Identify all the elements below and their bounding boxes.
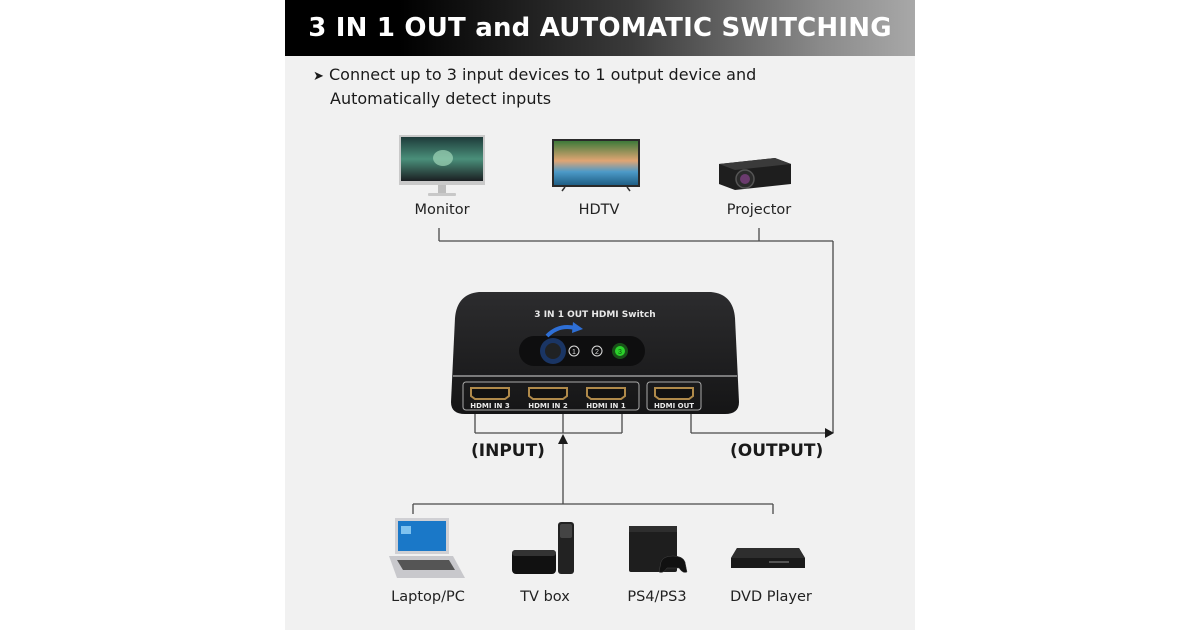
monitor-icon — [399, 135, 485, 196]
input-device-tv-box — [510, 520, 580, 576]
output-device-monitor — [398, 134, 486, 198]
input-device-label: PS4/PS3 — [627, 589, 687, 605]
hdmi-port-in-3 — [470, 387, 510, 400]
title-banner: 3 IN 1 OUT and AUTOMATIC SWITCHING — [285, 0, 915, 56]
indicator-led-3-active: 3 — [612, 343, 628, 359]
input-device-dvd — [729, 544, 807, 574]
svg-text:1: 1 — [572, 349, 576, 356]
output-device-projector — [715, 152, 795, 194]
input-device-ps4 — [627, 524, 691, 576]
port-label-out: HDMI OUT — [654, 402, 694, 410]
output-device-label: Monitor — [414, 202, 470, 218]
input-device-laptop — [387, 516, 467, 582]
game-console-icon — [629, 526, 688, 573]
input-device-label: TV box — [520, 589, 570, 605]
switch-arrow-icon — [545, 325, 576, 338]
arrowhead-right-icon: ➤ — [313, 69, 324, 84]
dvd-player-icon — [731, 548, 805, 568]
port-label-in-1: HDMI IN 1 — [586, 402, 626, 410]
input-label: (INPUT) — [471, 441, 545, 461]
switch-title: 3 IN 1 OUT HDMI Switch — [534, 310, 655, 320]
svg-text:3: 3 — [618, 349, 622, 356]
port-label-in-3: HDMI IN 3 — [470, 402, 510, 410]
description: ➤ Connect up to 3 input devices to 1 outp… — [313, 64, 756, 110]
input-device-label: Laptop/PC — [391, 589, 465, 605]
input-device-label: DVD Player — [730, 589, 812, 605]
indicator-led-2: 2 — [591, 345, 603, 357]
tv-icon — [552, 139, 640, 192]
output-device-label: HDTV — [578, 202, 620, 218]
hdmi-port-in-2 — [528, 387, 568, 400]
hdmi-port-out — [654, 387, 694, 400]
description-line-2: Automatically detect inputs — [330, 89, 552, 108]
hdmi-port-in-1 — [586, 387, 626, 400]
description-line-1: Connect up to 3 input devices to 1 outpu… — [329, 65, 757, 84]
hdmi-switch: 3 IN 1 OUT HDMI Switch 1 2 3 HDMI IN 3 H… — [449, 290, 741, 416]
output-device-label: Projector — [726, 202, 792, 218]
svg-text:2: 2 — [595, 349, 599, 356]
projector-icon — [719, 158, 791, 190]
laptop-icon — [389, 518, 465, 578]
infographic-panel: 3 IN 1 OUT and AUTOMATIC SWITCHING ➤ Conn… — [285, 0, 915, 630]
output-device-hdtv — [551, 138, 641, 192]
banner-title: 3 IN 1 OUT and AUTOMATIC SWITCHING — [308, 13, 892, 43]
tv-box-icon — [512, 522, 574, 574]
indicator-led-1: 1 — [568, 345, 580, 357]
output-label: (OUTPUT) — [730, 441, 824, 461]
port-label-in-2: HDMI IN 2 — [528, 402, 568, 410]
